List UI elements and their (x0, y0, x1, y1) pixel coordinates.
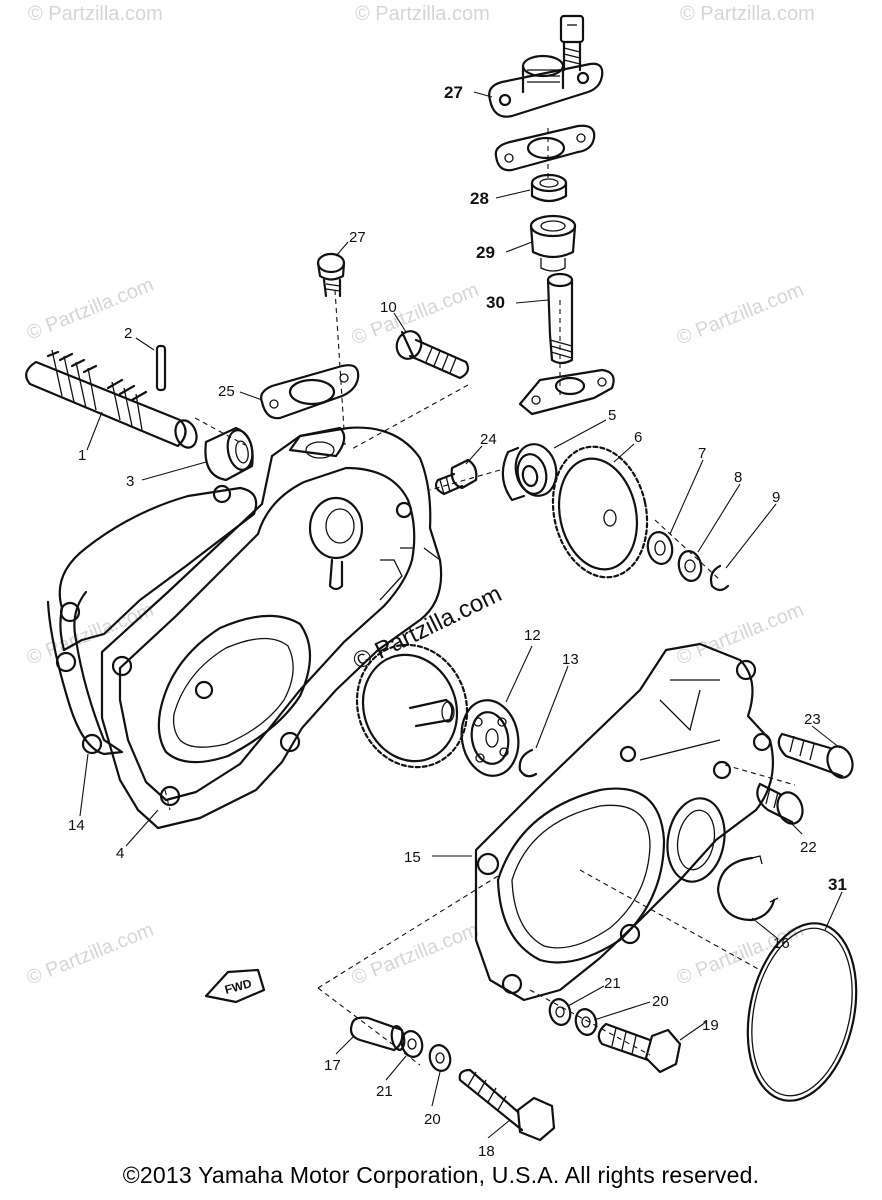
watermark: © Partzilla.com (349, 919, 482, 990)
circlip-16 (716, 855, 779, 922)
watermark: © Partzilla.com (355, 3, 490, 25)
fitting-27 (488, 54, 604, 118)
bearing-5 (501, 443, 558, 502)
seal-28 (530, 173, 568, 203)
bolt-23 (777, 732, 854, 779)
watermark: © Partzilla.com (24, 274, 157, 345)
callout-7: 7 (698, 445, 706, 462)
screw-27-top (559, 14, 585, 72)
washers-left (400, 1030, 452, 1072)
gear-11 (355, 643, 469, 769)
callout-31: 31 (828, 875, 847, 894)
bolt-18 (458, 1068, 556, 1142)
callout-17: 17 (324, 1057, 341, 1074)
callout-19: 19 (702, 1017, 719, 1034)
callout-25: 25 (218, 383, 235, 400)
callout-2: 2 (124, 325, 132, 342)
callout-14: 14 (68, 817, 85, 834)
watermark: © Partzilla.com (24, 919, 157, 990)
callout-9: 9 (772, 489, 780, 506)
watermark: © Partzilla.com (28, 3, 163, 25)
gear-6 (551, 445, 649, 579)
callout-16: 16 (773, 935, 790, 952)
cover-15 (474, 642, 774, 1002)
fwd-label: FWD (223, 976, 253, 997)
clip-13 (518, 748, 538, 778)
watermark: © Partzilla.com (349, 279, 482, 350)
shaft-plate (518, 368, 615, 416)
callout-22: 22 (800, 839, 817, 856)
callout-12: 12 (524, 627, 541, 644)
callout-20a: 20 (652, 993, 669, 1010)
callout-labels: 27 28 29 30 31 27 10 2 25 1 3 24 5 6 7 8… (68, 83, 847, 1160)
watermark: © Partzilla.com (24, 599, 157, 670)
copyright-notice: ©2013 Yamaha Motor Corporation, U.S.A. A… (122, 1162, 760, 1188)
callout-27b: 27 (349, 229, 366, 246)
callout-3: 3 (126, 473, 134, 490)
gear-case-4 (100, 426, 443, 830)
callout-10: 10 (380, 299, 397, 316)
callout-27a: 27 (444, 83, 463, 102)
callout-29: 29 (476, 243, 495, 262)
o-ring-31 (746, 922, 858, 1102)
callout-15: 15 (404, 849, 421, 866)
callout-4: 4 (116, 845, 124, 862)
watermark: © Partzilla.com (674, 279, 807, 350)
gasket-14 (46, 484, 258, 756)
callout-28: 28 (470, 189, 489, 208)
bolt-24 (434, 458, 478, 496)
screw-27-left (316, 252, 346, 298)
bolt-19 (597, 1022, 682, 1074)
gasket-fitting (494, 124, 596, 172)
bushing-29 (529, 214, 577, 272)
bushing-3 (204, 426, 254, 482)
callout-18: 18 (478, 1143, 495, 1160)
leader-lines (79, 91, 843, 1139)
callout-21a: 21 (604, 975, 621, 992)
bearing-12 (460, 699, 520, 777)
fwd-arrow-icon: FWD (204, 968, 266, 1004)
gasket-25 (260, 364, 360, 420)
worm-shaft-1 (25, 349, 198, 449)
callout-6: 6 (634, 429, 642, 446)
watermark-layer: © Partzilla.com © Partzilla.com © Partzi… (24, 3, 815, 990)
watermark: © Partzilla.com (680, 3, 815, 25)
callout-21b: 21 (376, 1083, 393, 1100)
shaft-30 (546, 272, 574, 365)
bolt-22 (756, 782, 804, 825)
callout-8: 8 (734, 469, 742, 486)
callout-24: 24 (480, 431, 497, 448)
bolt-10 (395, 330, 470, 380)
callout-13: 13 (562, 651, 579, 668)
callout-1: 1 (78, 447, 86, 464)
pin-2 (155, 344, 167, 392)
callout-23: 23 (804, 711, 821, 728)
callout-30: 30 (486, 293, 505, 312)
watermark: © Partzilla.com (674, 919, 807, 990)
callout-20b: 20 (424, 1111, 441, 1128)
callout-5: 5 (608, 407, 616, 424)
washers-7-8-9 (646, 531, 730, 592)
